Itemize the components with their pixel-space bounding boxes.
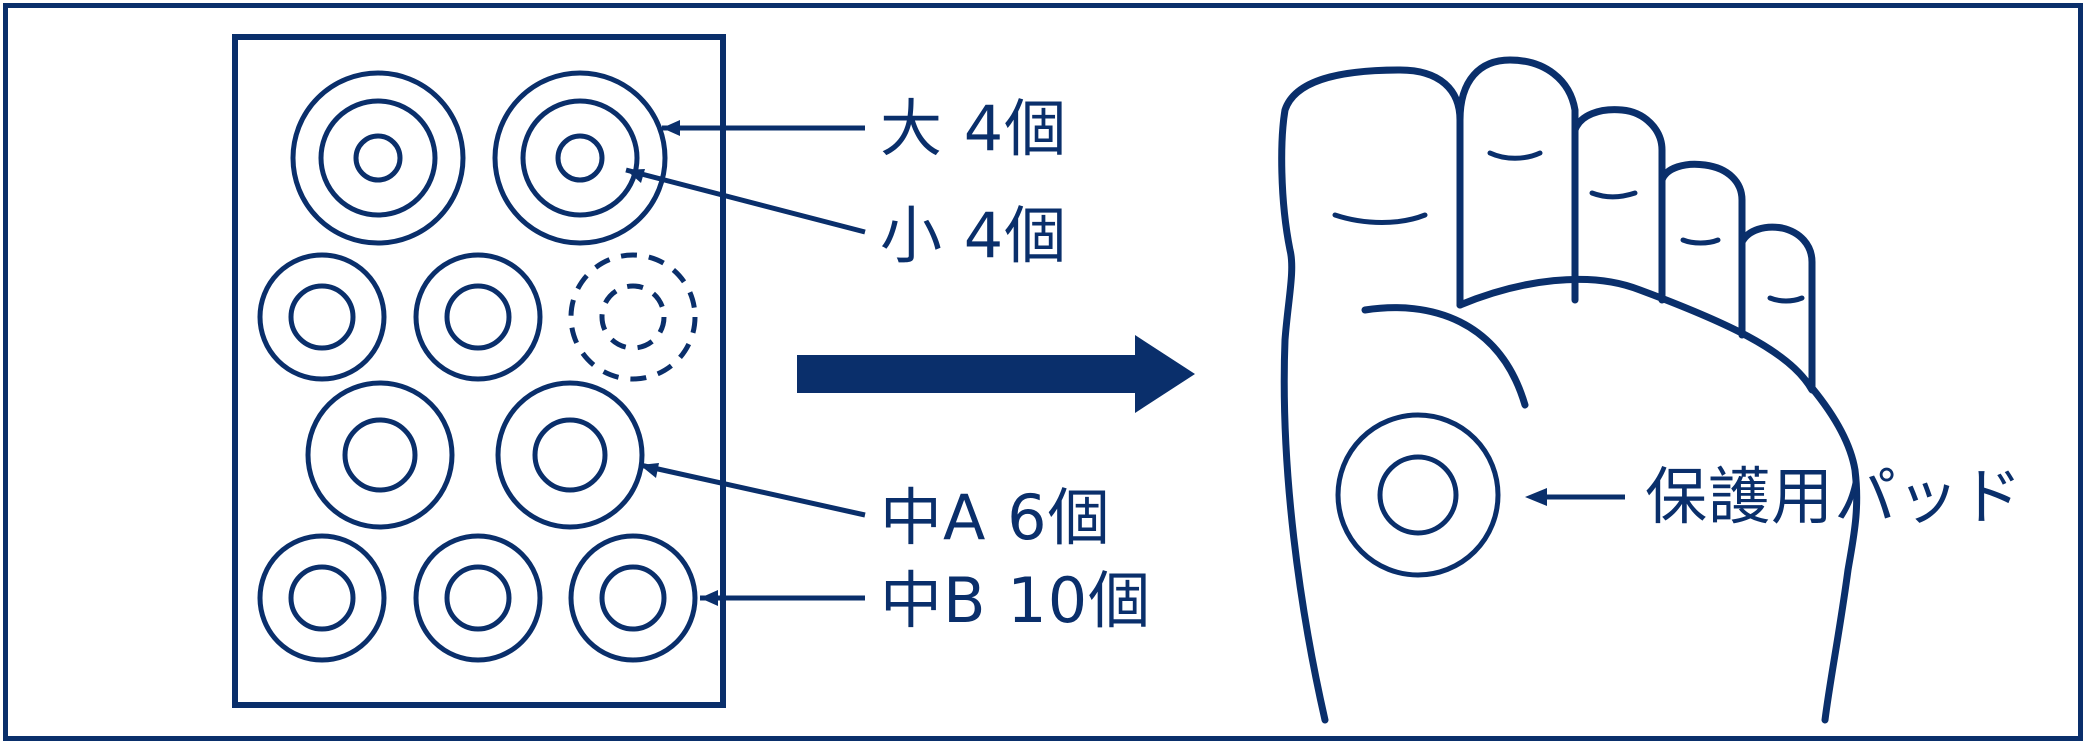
label-small-count: 小 4個: [880, 199, 1068, 272]
toenail-2: [1487, 150, 1543, 161]
medium-pad-r2-1: [257, 252, 387, 382]
toenail-4: [1680, 237, 1721, 246]
foot-outline: [1278, 56, 1861, 724]
medium-pad-r2-2: [413, 252, 543, 382]
foot-protective-pad: [1335, 412, 1501, 578]
leader-large-arrowhead: [662, 120, 680, 136]
big-arrow-right: [797, 335, 1195, 413]
toenail-5: [1767, 295, 1805, 304]
leader-medium-b-arrowhead: [700, 590, 718, 606]
pad-sheet: [232, 34, 726, 708]
label-large-count: 大 4個: [880, 92, 1068, 165]
used-pad-dashed: [568, 252, 698, 382]
medium-b-pad-3: [568, 533, 698, 663]
medium-b-pad-1: [257, 533, 387, 663]
medium-b-pad-2: [413, 533, 543, 663]
label-protective-pad: 保護用パッド: [1645, 460, 2024, 533]
leader-medium-a: [639, 462, 866, 518]
leader-small-arrowhead: [626, 169, 645, 183]
large-pad-1: [290, 70, 466, 246]
large-pad-2: [492, 70, 668, 246]
toenails: [1332, 150, 1805, 304]
toenail-1: [1332, 212, 1428, 225]
leader-medium-a-arrowhead: [640, 463, 659, 478]
label-medium-b-count: 中B 10個: [880, 564, 1152, 637]
medium-a-pad-2: [495, 380, 645, 530]
pad-pointer-arrow: [1525, 488, 1625, 506]
medium-a-pad-1: [305, 380, 455, 530]
leader-small: [625, 167, 866, 235]
label-medium-a-count: 中A 6個: [880, 481, 1111, 554]
toenail-3: [1589, 190, 1638, 200]
